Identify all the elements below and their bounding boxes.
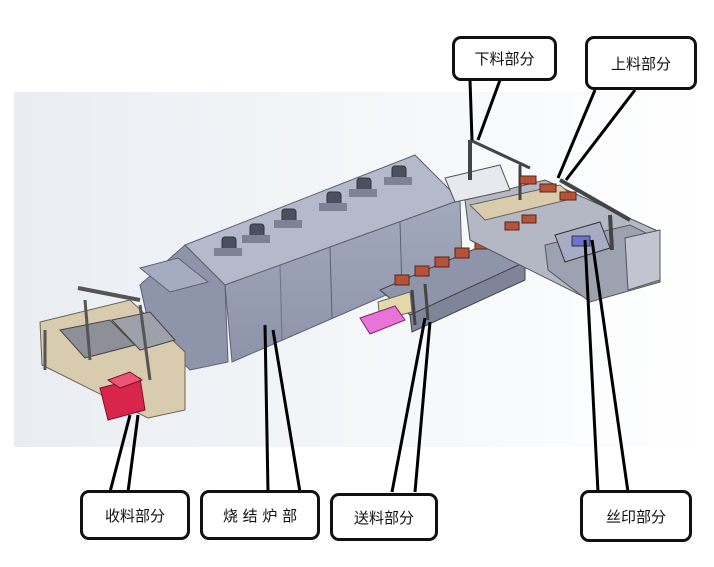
label-printing: 丝印部分 bbox=[580, 490, 692, 542]
pink-block bbox=[359, 305, 406, 335]
label-loading: 上料部分 bbox=[585, 36, 697, 90]
label-receiving: 收料部分 bbox=[80, 490, 190, 540]
label-unloading: 下料部分 bbox=[452, 36, 557, 81]
label-furnace: 烧 结 炉 部 bbox=[200, 490, 320, 540]
label-feeding: 送料部分 bbox=[330, 493, 438, 541]
receiving-station bbox=[39, 286, 186, 421]
callout-lines bbox=[108, 79, 637, 493]
right-stations bbox=[444, 138, 661, 303]
